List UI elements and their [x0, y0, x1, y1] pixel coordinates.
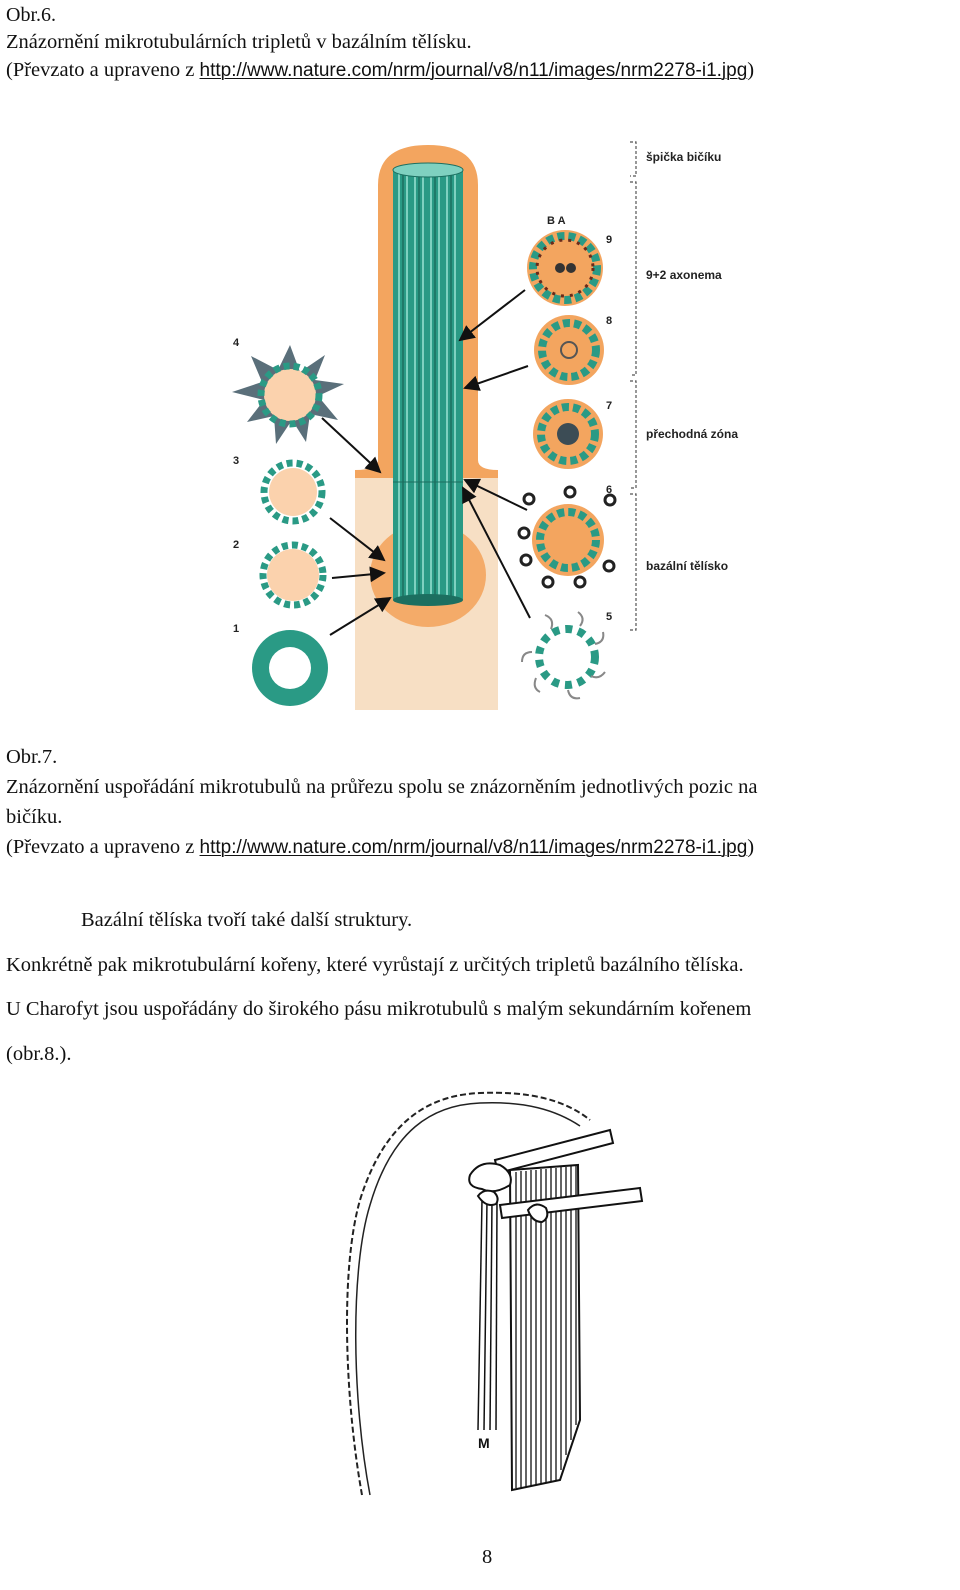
axoneme-bundle	[392, 162, 464, 606]
section-7	[533, 399, 603, 469]
fig7-source-prefix: (Převzato a upraveno z	[6, 836, 200, 858]
label-tip: špička bičíku	[646, 150, 721, 164]
num-4: 4	[233, 337, 240, 349]
fig7-source-link[interactable]: http://www.nature.com/nrm/journal/v8/n11…	[199, 837, 748, 858]
section-5	[521, 611, 606, 700]
cell-outline-inner	[355, 1101, 581, 1496]
fig6-label: Obr.6.	[6, 4, 56, 26]
label-axonema: 9+2 axonema	[646, 268, 722, 282]
label-transition: přechodná zóna	[646, 427, 738, 441]
fig7-label: Obr.7.	[6, 746, 58, 768]
num-5: 5	[606, 611, 612, 623]
section-1-ring	[252, 630, 328, 706]
body-paragraph-3-line1: U Charofyt jsou uspořádány do širokého p…	[6, 998, 752, 1020]
label-m: M	[478, 1435, 490, 1451]
basal-bodies	[468, 1162, 549, 1224]
num-9: 9	[606, 234, 612, 246]
section-9	[527, 230, 603, 306]
body-paragraph-2: Konkrétně pak mikrotubulární kořeny, kte…	[6, 954, 744, 976]
fig7-source-suffix: )	[747, 836, 755, 858]
fig6-source-link[interactable]: http://www.nature.com/nrm/journal/v8/n11…	[199, 60, 748, 81]
label-basal: bazální tělísko	[646, 559, 728, 573]
num-6: 6	[606, 484, 612, 496]
section-3	[260, 459, 326, 525]
microtubule-band	[508, 1163, 582, 1492]
num-1: 1	[233, 623, 239, 635]
section-6	[517, 485, 617, 589]
page-number: 8	[482, 1546, 493, 1568]
num-2: 2	[233, 539, 239, 551]
cell-outline-outer	[346, 1091, 591, 1496]
secondary-root	[477, 1199, 498, 1431]
fig6-source: (Převzato a upraveno z http://www.nature…	[6, 58, 754, 83]
body-paragraph-3-line2: (obr.8.).	[6, 1043, 72, 1065]
num-3: 3	[233, 455, 239, 467]
fig7-title-line2: bičíku.	[6, 806, 63, 828]
section-2	[259, 541, 327, 609]
fig7-source: (Převzato a upraveno z http://www.nature…	[6, 835, 754, 860]
fig6-source-suffix: )	[747, 59, 755, 81]
body-paragraph-1: Bazální tělíska tvoří také další struktu…	[81, 909, 413, 931]
label-ab: B A	[547, 215, 566, 227]
section-4-star	[232, 345, 344, 444]
num-7: 7	[606, 400, 612, 412]
fig6-source-prefix: (Převzato a upraveno z	[6, 59, 200, 81]
section-8	[534, 315, 604, 385]
num-8: 8	[606, 315, 612, 327]
fig7-title-line1: Znázornění uspořádání mikrotubulů na prů…	[6, 776, 758, 798]
fig6-title: Znázornění mikrotubulárních tripletů v b…	[6, 31, 472, 53]
